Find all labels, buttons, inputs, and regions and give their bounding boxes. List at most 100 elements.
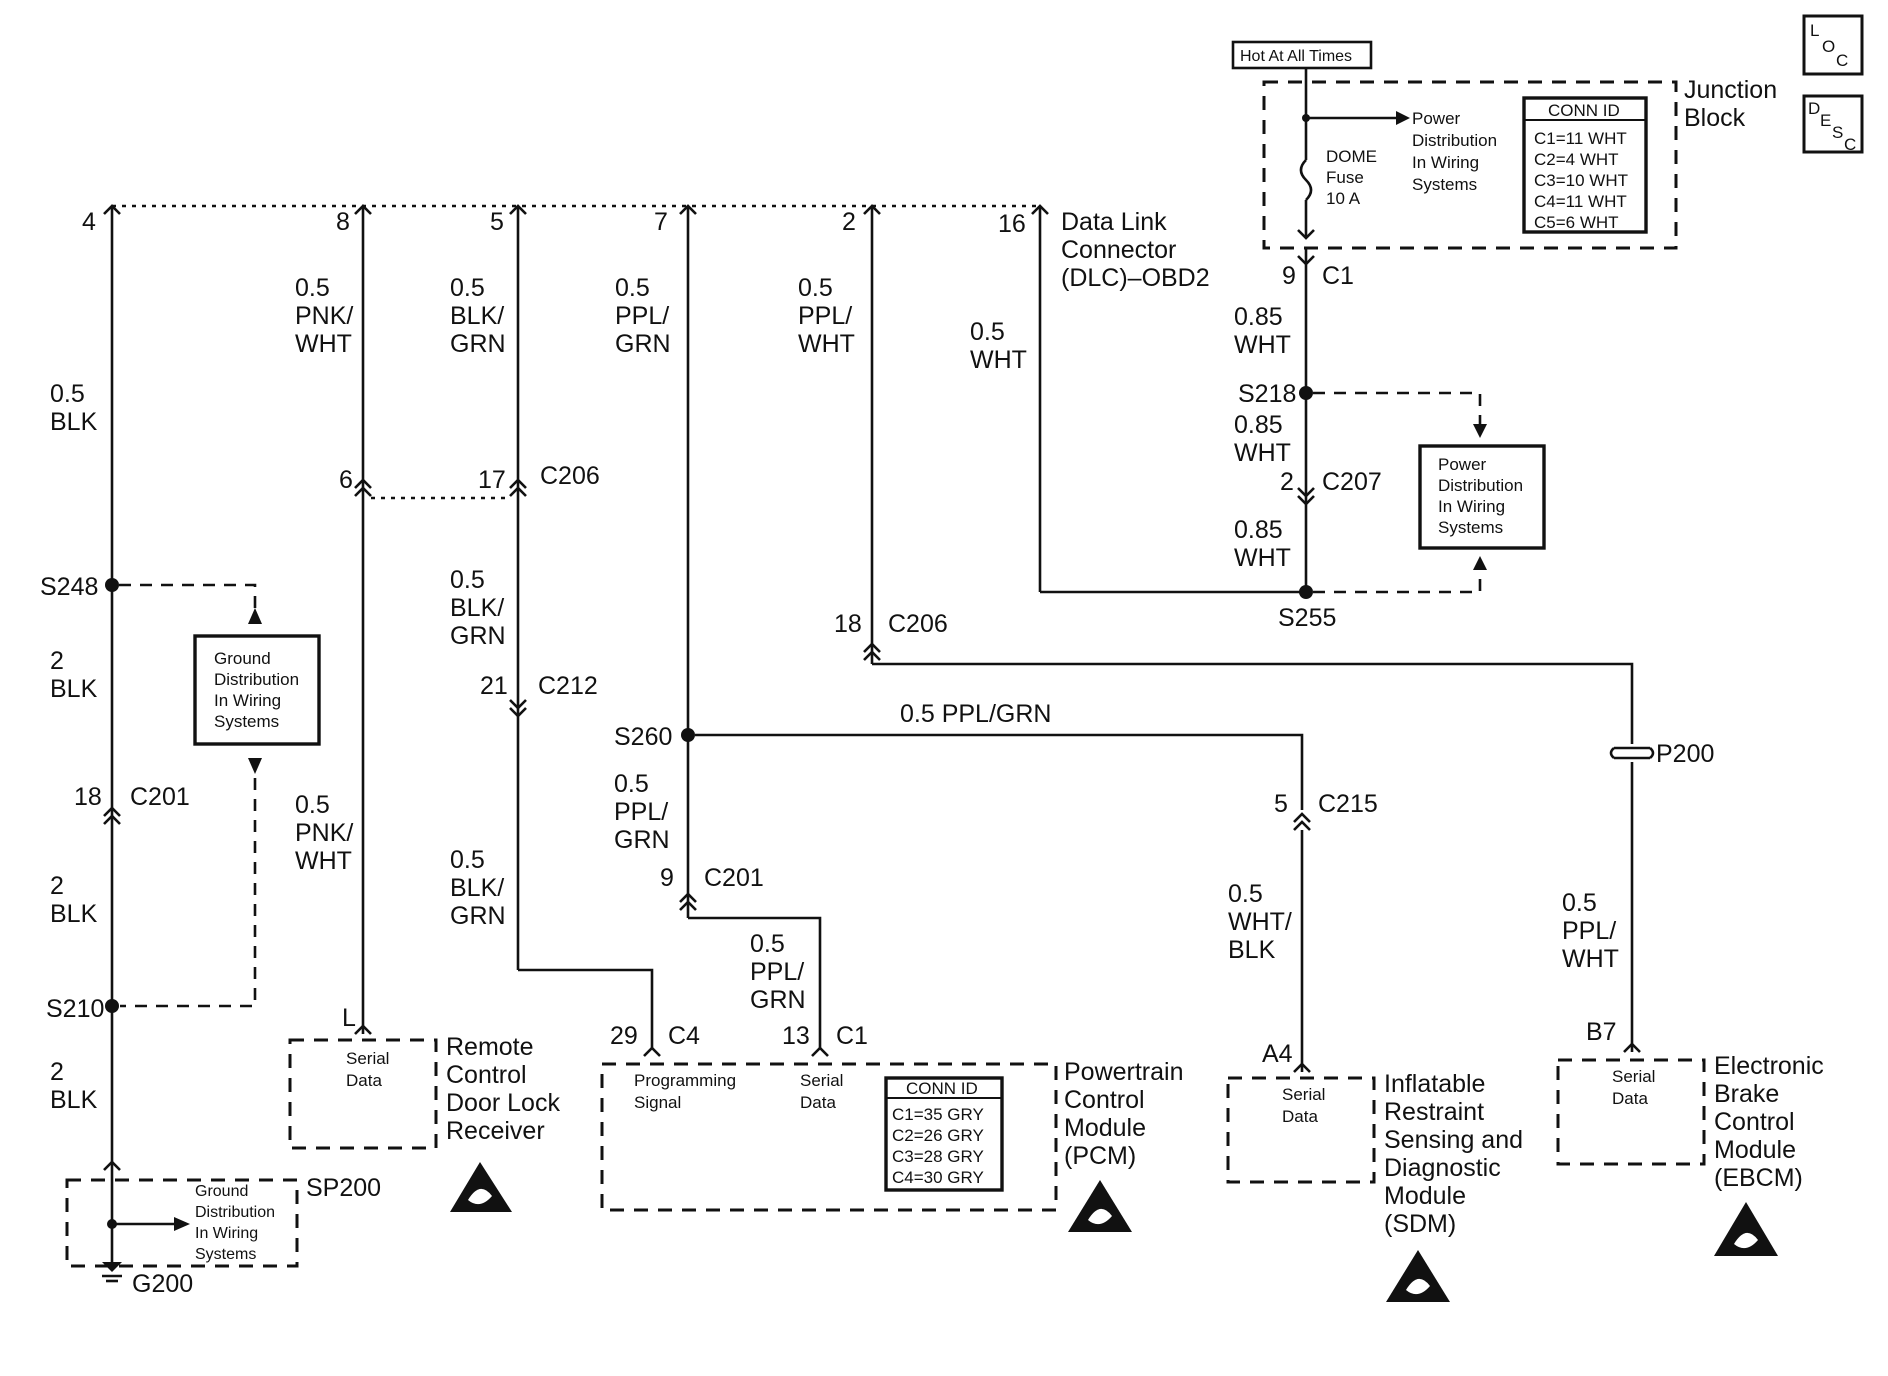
svg-text:10 A: 10 A — [1326, 189, 1361, 208]
svg-text:In Wiring: In Wiring — [214, 691, 281, 710]
svg-text:C1: C1 — [836, 1022, 868, 1050]
svg-text:S218: S218 — [1238, 380, 1296, 408]
dlc-name-line-2: Connector — [1061, 236, 1176, 264]
svg-text:C4: C4 — [668, 1022, 700, 1050]
svg-text:0.5: 0.5 — [295, 274, 330, 302]
svg-text:Block: Block — [1684, 104, 1746, 132]
svg-text:Junction: Junction — [1684, 76, 1777, 104]
svg-text:Remote: Remote — [446, 1033, 534, 1061]
svg-text:C201: C201 — [704, 864, 764, 892]
svg-text:C201: C201 — [130, 783, 190, 811]
svg-text:GRN: GRN — [614, 826, 670, 854]
svg-text:Electronic: Electronic — [1714, 1052, 1824, 1080]
splice-s260 — [681, 728, 695, 742]
svg-text:GRN: GRN — [450, 622, 506, 650]
svg-text:0.5: 0.5 — [50, 380, 85, 408]
svg-text:0.5: 0.5 — [798, 274, 833, 302]
svg-text:Door Lock: Door Lock — [446, 1089, 560, 1117]
svg-text:Systems: Systems — [214, 712, 279, 731]
ground-wire: 0.5 BLK S248 2 BLK Ground Distribution I… — [40, 206, 381, 1298]
svg-text:C: C — [1836, 51, 1848, 70]
svg-text:Sensing and: Sensing and — [1384, 1126, 1523, 1154]
svg-text:Module: Module — [1714, 1136, 1796, 1164]
svg-text:Power: Power — [1438, 455, 1487, 474]
svg-text:0.85: 0.85 — [1234, 411, 1283, 439]
blk-grn-wire: 0.5 BLK/ GRN 17 C206 0.5 BLK/ GRN 21 C21… — [450, 206, 700, 1057]
svg-text:C: C — [1844, 135, 1856, 154]
svg-text:C3=28 GRY: C3=28 GRY — [892, 1147, 984, 1166]
svg-text:0.5: 0.5 — [615, 274, 650, 302]
svg-text:WHT: WHT — [295, 847, 352, 875]
svg-text:Control: Control — [1714, 1108, 1795, 1136]
svg-text:Inflatable: Inflatable — [1384, 1070, 1485, 1098]
svg-text:BLK: BLK — [50, 900, 98, 928]
sdm-wire: 5 C215 0.5 WHT/ BLK A4 — [1228, 790, 1378, 1073]
svg-text:Module: Module — [1064, 1114, 1146, 1142]
svg-text:18: 18 — [74, 783, 102, 811]
svg-text:0.5: 0.5 — [750, 930, 785, 958]
svg-text:18: 18 — [834, 610, 862, 638]
svg-text:PPL/: PPL/ — [614, 798, 668, 826]
svg-text:Distribution: Distribution — [214, 670, 299, 689]
svg-text:GRN: GRN — [750, 986, 806, 1014]
svg-text:0.5 PPL/GRN: 0.5 PPL/GRN — [900, 700, 1051, 728]
svg-text:9: 9 — [1282, 262, 1296, 290]
location-icon[interactable]: L O C — [1802, 14, 1864, 76]
dlc-pin-8: 8 — [336, 208, 350, 236]
svg-text:Control: Control — [1064, 1086, 1145, 1114]
dlc-pin-5: 5 — [490, 208, 504, 236]
svg-text:C2=26 GRY: C2=26 GRY — [892, 1126, 984, 1145]
svg-text:2: 2 — [50, 872, 64, 900]
svg-text:E: E — [1820, 111, 1831, 130]
svg-text:C1: C1 — [1322, 262, 1354, 290]
svg-text:BLK: BLK — [50, 675, 98, 703]
svg-text:C206: C206 — [888, 610, 948, 638]
sp200-ground-box — [65, 1178, 299, 1268]
power-distribution-box — [1418, 444, 1546, 550]
svg-text:Power: Power — [1412, 109, 1461, 128]
svg-text:5: 5 — [1274, 790, 1288, 818]
svg-text:Distribution: Distribution — [1412, 131, 1497, 150]
svg-text:21: 21 — [480, 672, 508, 700]
svg-text:0.5: 0.5 — [450, 846, 485, 874]
ppl-grn-wire: 0.5 PPL/ GRN S260 0.5 PPL/GRN 0.5 PPL/ G… — [614, 206, 1304, 1057]
svg-text:C1=11 WHT: C1=11 WHT — [1534, 129, 1627, 148]
svg-text:Restraint: Restraint — [1384, 1098, 1484, 1126]
ground-g200-icon — [102, 1262, 122, 1272]
wht-wire: 0.5 WHT — [970, 206, 1300, 594]
svg-text:PPL/: PPL/ — [798, 302, 852, 330]
svg-text:CONN ID: CONN ID — [1548, 101, 1620, 120]
svg-text:WHT: WHT — [1234, 439, 1291, 467]
splice-s255 — [1299, 585, 1313, 599]
svg-text:Distribution: Distribution — [1438, 476, 1523, 495]
svg-text:Fuse: Fuse — [1326, 168, 1364, 187]
dlc-pin-4: 4 — [82, 208, 96, 236]
svg-text:29: 29 — [610, 1022, 638, 1050]
svg-text:D: D — [1808, 99, 1820, 118]
svg-text:PNK/: PNK/ — [295, 302, 353, 330]
svg-text:C212: C212 — [538, 672, 598, 700]
svg-text:Serial: Serial — [800, 1071, 843, 1090]
ebcm-module: Serial Data Electronic Brake Control Mod… — [1556, 1052, 1824, 1256]
svg-text:PNK/: PNK/ — [295, 819, 353, 847]
svg-text:C4=30 GRY: C4=30 GRY — [892, 1168, 984, 1187]
svg-text:C207: C207 — [1322, 468, 1382, 496]
svg-text:2: 2 — [50, 647, 64, 675]
svg-text:0.5: 0.5 — [295, 791, 330, 819]
svg-text:GRN: GRN — [450, 902, 506, 930]
dlc-connector: 4 8 5 7 2 16 Data Link Connector (DLC)–O… — [82, 204, 1210, 292]
svg-text:GRN: GRN — [615, 330, 671, 358]
splice-s248 — [105, 578, 119, 592]
svg-text:In Wiring: In Wiring — [195, 1225, 258, 1242]
svg-text:BLK: BLK — [50, 1086, 98, 1114]
svg-text:WHT: WHT — [1234, 544, 1291, 572]
description-icon[interactable]: D E S C — [1802, 94, 1864, 154]
svg-text:(PCM): (PCM) — [1064, 1142, 1136, 1170]
svg-text:S: S — [1832, 123, 1843, 142]
svg-text:0.5: 0.5 — [450, 566, 485, 594]
esd-warning-icon — [1386, 1250, 1450, 1302]
svg-text:Serial: Serial — [1282, 1085, 1325, 1104]
svg-text:WHT: WHT — [295, 330, 352, 358]
splice-s218 — [1299, 386, 1313, 400]
